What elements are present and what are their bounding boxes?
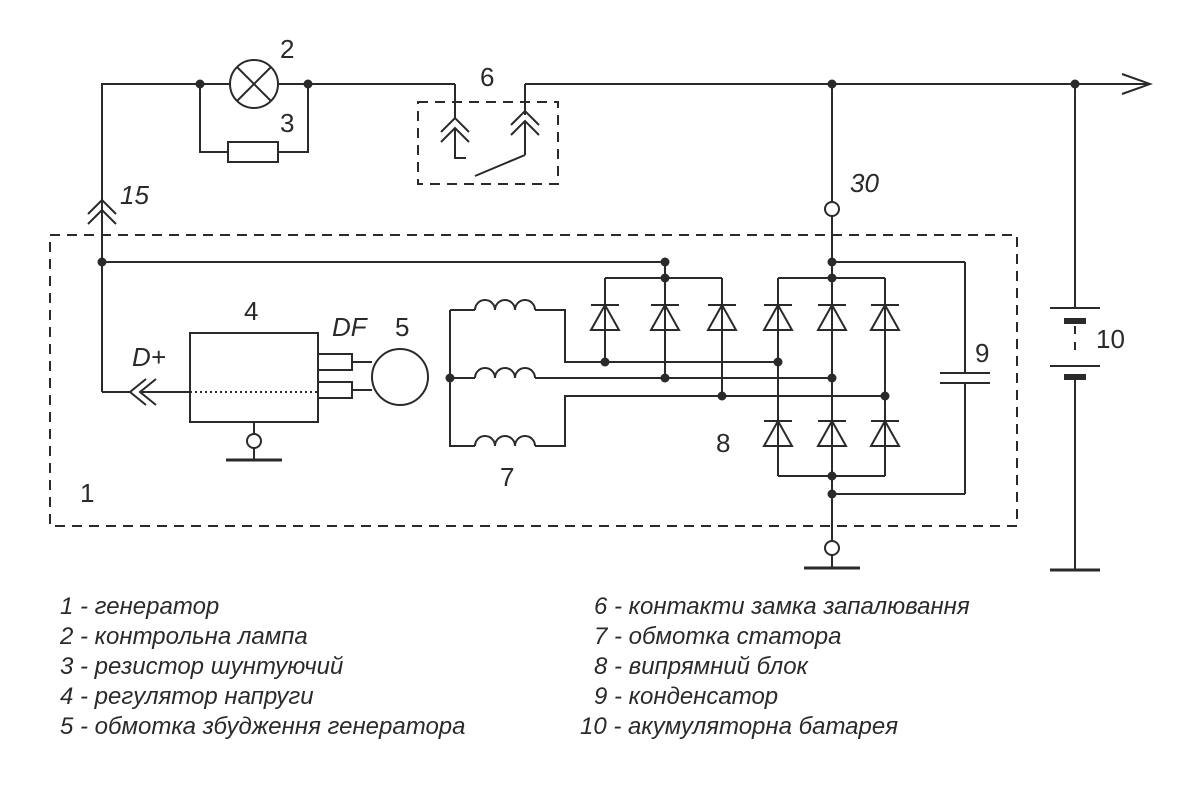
label-8: 8 bbox=[716, 428, 730, 458]
capacitor-icon bbox=[940, 262, 990, 494]
legend-item: 6 - контакти замка запалювання bbox=[594, 593, 970, 620]
terminal-15-connector bbox=[87, 198, 117, 225]
legend-item: 5 - обмотка збудження генератора bbox=[60, 713, 466, 740]
generator-boundary bbox=[49, 234, 1018, 527]
dplus-circuit bbox=[97, 222, 665, 406]
field-winding-icon bbox=[371, 348, 429, 406]
legend-right: 6 - контакти замка запалювання 7 - обмот… bbox=[580, 592, 970, 742]
voltage-regulator-icon bbox=[189, 332, 372, 462]
dplus-label: D+ bbox=[132, 342, 166, 372]
top-wiring bbox=[101, 79, 1150, 222]
label-4: 4 bbox=[244, 296, 258, 326]
legend-item: 3 - резистор шунтуючий bbox=[60, 653, 344, 680]
terminal-30-wire bbox=[824, 84, 840, 262]
legend-item: 1 - генератор bbox=[60, 593, 220, 620]
rectifier-block bbox=[590, 257, 965, 499]
df-label: DF bbox=[332, 312, 369, 342]
control-lamp-icon bbox=[229, 59, 279, 109]
label-6: 6 bbox=[480, 62, 494, 92]
legend-item: 8 - випрямний блок bbox=[594, 653, 808, 680]
legend-item: 7 - обмотка статора bbox=[594, 623, 842, 650]
label-9: 9 bbox=[975, 338, 989, 368]
label-1: 1 bbox=[80, 478, 94, 508]
ignition-switch-contacts bbox=[417, 101, 559, 185]
output-arrow-icon bbox=[1121, 73, 1153, 95]
terminal-30-label: 30 bbox=[850, 168, 879, 198]
shunt-resistor-icon bbox=[227, 141, 279, 163]
legend-item: 4 - регулятор напруги bbox=[60, 683, 314, 710]
legend-left: 1 - генератор 2 - контрольна лампа 3 - р… bbox=[60, 592, 465, 742]
legend-item: 10 - акумуляторна батарея bbox=[580, 713, 899, 740]
label-5: 5 bbox=[395, 312, 409, 342]
legend-item: 2 - контрольна лампа bbox=[60, 623, 308, 650]
legend-item: 9 - конденсатор bbox=[594, 683, 779, 710]
generator-ground bbox=[804, 494, 860, 570]
label-2: 2 bbox=[280, 34, 294, 64]
label-10: 10 bbox=[1096, 324, 1125, 354]
label-7: 7 bbox=[500, 462, 514, 492]
terminal-15-label: 15 bbox=[120, 180, 149, 210]
label-3: 3 bbox=[280, 108, 294, 138]
battery-icon bbox=[1050, 84, 1100, 572]
